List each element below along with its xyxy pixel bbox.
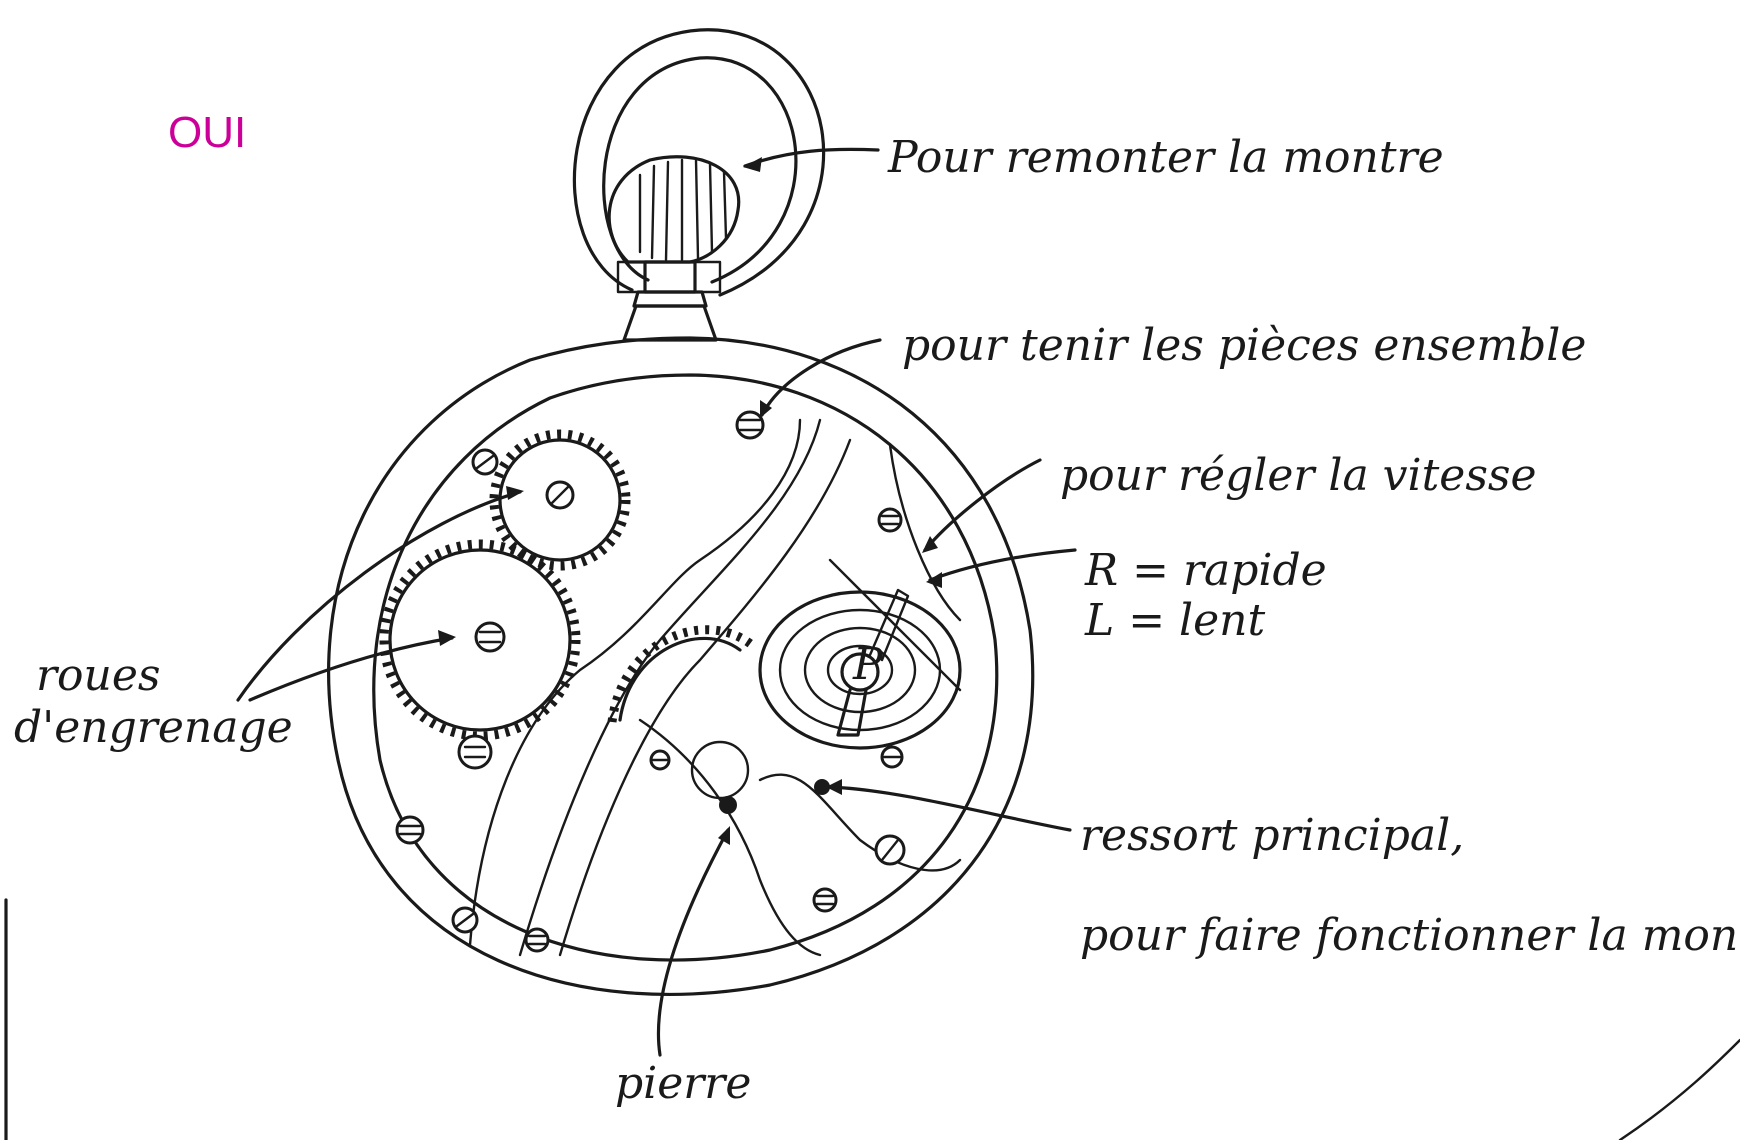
- screw: [453, 908, 477, 932]
- watch-case: [329, 338, 1033, 994]
- screw: [651, 751, 669, 769]
- label-jewel: pierre: [615, 1058, 751, 1109]
- screw: [526, 929, 548, 951]
- label-gears-line2: d'engrenage: [14, 702, 293, 753]
- jewel-leader: [658, 830, 728, 1055]
- mainspring-leader: [830, 787, 1070, 830]
- gears-leader-upper: [238, 492, 520, 700]
- winder-leader: [745, 149, 878, 166]
- label-regulator: pour régler la vitesse: [1060, 450, 1537, 501]
- label-gears-line1: roues: [36, 650, 160, 701]
- screw: [547, 482, 573, 508]
- screws: [397, 412, 904, 951]
- movement-bridges: [470, 420, 960, 955]
- label-rapid: R = rapide: [1084, 545, 1327, 596]
- gear-center: [612, 630, 752, 798]
- label-winder: Pour remonter la montre: [887, 132, 1444, 183]
- regulator-leader: [925, 460, 1040, 550]
- screw: [476, 623, 504, 651]
- screw: [737, 412, 763, 438]
- label-screws: pour tenir les pièces ensemble: [902, 320, 1586, 371]
- screw: [882, 747, 902, 767]
- winding-crown: [609, 157, 739, 340]
- screw: [876, 836, 904, 864]
- rapid-leader: [930, 550, 1075, 580]
- screw: [459, 736, 491, 768]
- screw: [397, 817, 423, 843]
- label-slow: L = lent: [1084, 595, 1266, 646]
- label-mainspring-line2: pour faire fonctionner la montre: [1080, 910, 1740, 961]
- balance-wheel: P: [760, 560, 960, 748]
- screw: [814, 889, 836, 911]
- label-mainspring-line1: ressort principal,: [1080, 810, 1464, 861]
- screw: [879, 509, 901, 531]
- labels: Pour remonter la montre pour tenir les p…: [14, 132, 1740, 1109]
- screw: [473, 450, 497, 474]
- jewel-dot: [719, 796, 737, 814]
- regulator-letter: P: [852, 639, 884, 690]
